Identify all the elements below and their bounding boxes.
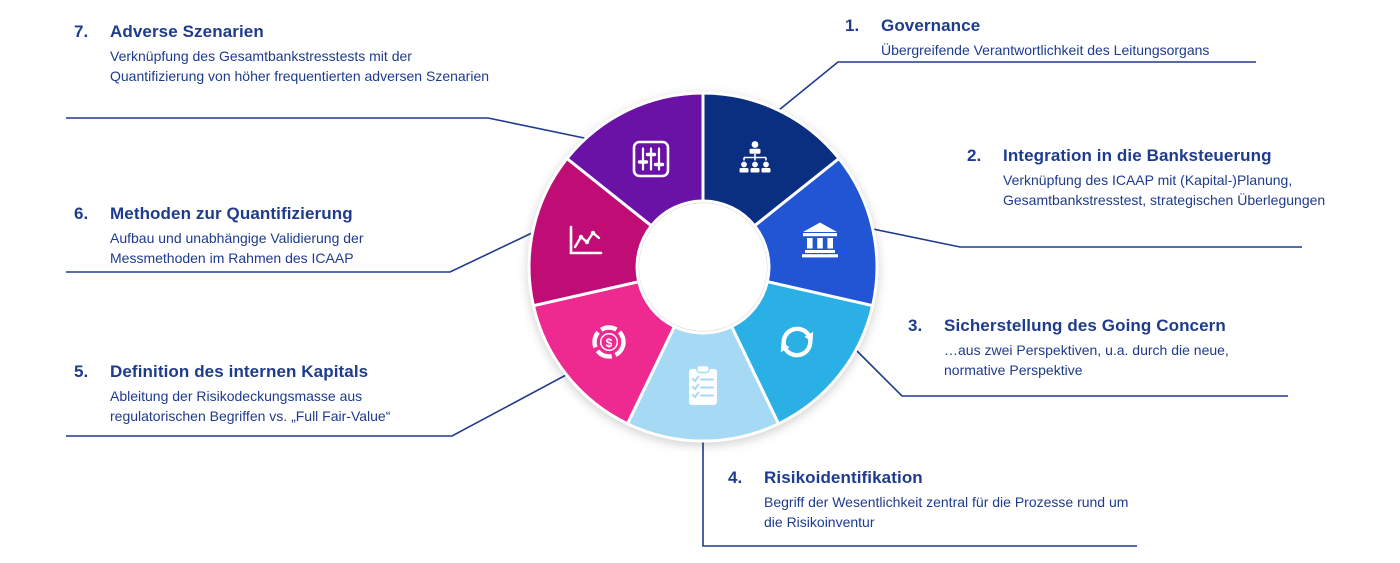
item-7-desc: Verknüpfung des Gesamtbankstresstests mi…	[110, 48, 490, 85]
item-6-label: 6. Methoden zur Quantifizierung Aufbau u…	[74, 204, 410, 269]
donut-center-hole	[639, 203, 767, 331]
item-2-label: 2. Integration in die Banksteuerung Verk…	[967, 146, 1333, 211]
sliders-icon	[632, 140, 670, 178]
item-5-label: 5. Definition des internen Kapitals Able…	[74, 362, 450, 427]
item-1-number: 1.	[845, 16, 860, 35]
item-5-title: Definition des internen Kapitals	[110, 362, 369, 381]
item-5-desc: Ableitung der Risikodeckungsmasse aus re…	[110, 388, 391, 425]
donut-segment-4	[626, 325, 780, 443]
item-4-number: 4.	[728, 468, 743, 487]
item-1-title: Governance	[881, 16, 981, 35]
donut-segment-2	[753, 157, 879, 308]
connector-line-7	[66, 117, 590, 140]
line-chart-icon	[569, 225, 603, 255]
item-6-number: 6.	[74, 204, 89, 223]
connector-line-2	[872, 228, 1302, 248]
item-2-desc: Verknüpfung des ICAAP mit (Kapital-)Plan…	[1003, 172, 1326, 209]
item-2-number: 2.	[967, 146, 982, 165]
item-3-desc: …aus zwei Perspektiven, u.a. durch die n…	[944, 342, 1229, 379]
item-5-number: 5.	[74, 362, 89, 381]
sync-arrows-icon	[780, 326, 814, 358]
donut-segment-1	[701, 91, 841, 228]
dollar-pie-icon: $	[592, 325, 626, 359]
org-chart-icon	[739, 141, 771, 173]
checklist-clipboard-icon	[689, 364, 717, 405]
item-1-label: 1. Governance Übergreifende Verantwortli…	[845, 16, 1311, 60]
item-7-title: Adverse Szenarien	[110, 22, 264, 41]
item-3-label: 3. Sicherstellung des Going Concern …aus…	[908, 316, 1274, 381]
donut-segment-7	[565, 91, 705, 228]
item-7-number: 7.	[74, 22, 89, 41]
donut-segment-6	[527, 157, 653, 308]
item-4-desc: Begriff der Wesentlichkeit zentral für d…	[764, 494, 1129, 531]
item-2-title: Integration in die Banksteuerung	[1003, 146, 1272, 165]
item-4-title: Risikoidentifikation	[764, 468, 923, 487]
item-7-label: 7. Adverse Szenarien Verknüpfung des Ges…	[74, 22, 490, 87]
bank-icon	[802, 222, 838, 258]
item-3-title: Sicherstellung des Going Concern	[944, 316, 1226, 335]
item-6-title: Methoden zur Quantifizierung	[110, 204, 353, 223]
item-6-desc: Aufbau und unabhängige Validierung der M…	[110, 230, 364, 267]
dollar-glyph: $	[606, 336, 613, 350]
donut-segments	[527, 91, 879, 443]
item-4-label: 4. Risikoidentifikation Begriff der Wese…	[728, 468, 1139, 533]
donut-segment-5	[531, 280, 676, 426]
item-1-desc: Übergreifende Verantwortlichkeit des Lei…	[881, 42, 1210, 58]
connector-line-1	[778, 61, 1256, 111]
donut-segment-3	[730, 280, 875, 426]
item-3-number: 3.	[908, 316, 923, 335]
